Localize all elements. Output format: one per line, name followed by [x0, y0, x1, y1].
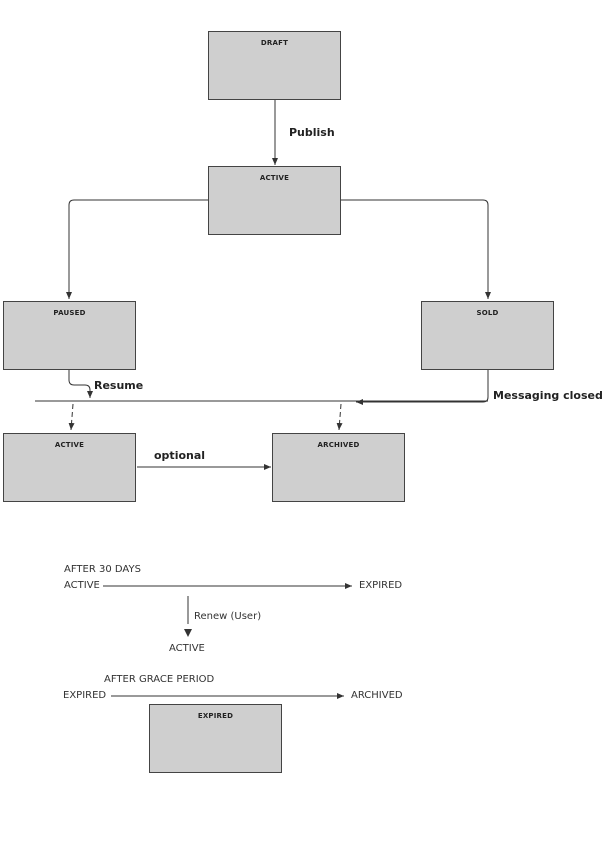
- label-active-from: ACTIVE: [64, 580, 100, 591]
- label-after-30-days: AFTER 30 DAYS: [64, 564, 141, 575]
- node-active: ACTIVE: [208, 166, 341, 235]
- node-expired: EXPIRED: [149, 704, 282, 773]
- node-active-label: ACTIVE: [259, 174, 290, 182]
- edge-label-optional: optional: [154, 449, 206, 462]
- edge-to-archived: [336, 403, 343, 431]
- label-after-grace-period: AFTER GRACE PERIOD: [104, 674, 215, 685]
- renew-arrowhead: [184, 629, 192, 637]
- edge-sold-messaging-closed: [356, 370, 489, 405]
- node-archived-label: ARCHIVED: [317, 441, 360, 449]
- node-sold-label: SOLD: [476, 309, 499, 317]
- edge-active-to-paused: [66, 199, 208, 299]
- label-active-after-renew: ACTIVE: [169, 643, 205, 654]
- edge-paused-resume: [68, 370, 93, 398]
- edge-label-publish: Publish: [289, 126, 335, 139]
- edge-to-active-resumed: [68, 403, 75, 431]
- edge-label-resume: Resume: [94, 379, 144, 392]
- node-active-resumed: ACTIVE: [3, 433, 136, 502]
- node-paused-label: PAUSED: [53, 309, 86, 317]
- node-sold: SOLD: [421, 301, 554, 370]
- label-expired-from: EXPIRED: [63, 690, 107, 701]
- node-expired-label: EXPIRED: [197, 712, 234, 720]
- node-draft-label: DRAFT: [260, 39, 289, 47]
- label-expired-to: EXPIRED: [359, 580, 403, 591]
- edge-active-to-sold: [341, 199, 491, 299]
- node-draft: DRAFT: [208, 31, 341, 100]
- label-archived-to: ARCHIVED: [351, 690, 403, 701]
- node-paused: PAUSED: [3, 301, 136, 370]
- node-archived: ARCHIVED: [272, 433, 405, 502]
- label-renew: Renew (User): [194, 611, 262, 622]
- edge-label-messaging-closed: Messaging closed: [493, 389, 603, 402]
- node-active-resumed-label: ACTIVE: [54, 441, 85, 449]
